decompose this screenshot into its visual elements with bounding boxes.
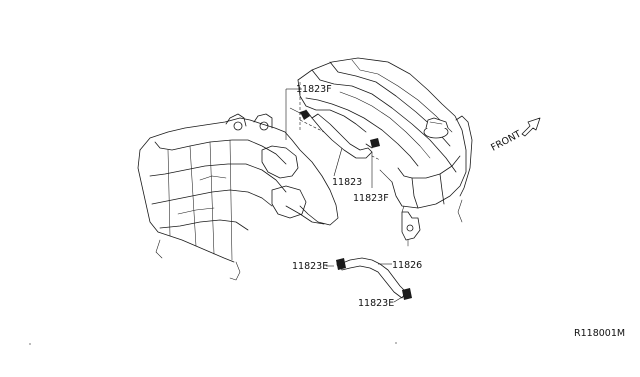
- front-arrow: [521, 117, 541, 137]
- part-label-11823f-mid: 11823F: [353, 193, 389, 204]
- intake-manifold: [137, 113, 339, 281]
- part-label-11823: 11823: [332, 177, 362, 188]
- part-label-11823e-left: 11823E: [292, 261, 328, 272]
- speck-mark: [395, 342, 397, 344]
- part-label-11826: 11826: [392, 260, 422, 271]
- speck-mark: [29, 343, 31, 345]
- pcv-hose-lower: [336, 257, 412, 300]
- part-label-11823f-top: 11823F: [296, 84, 332, 95]
- diagram-code: R118001M: [574, 328, 625, 339]
- part-label-11823e-bottom: 11823E: [358, 298, 394, 309]
- leader-lines: [285, 88, 405, 303]
- pcv-hose-upper: [300, 109, 380, 159]
- front-label: FRONT: [489, 129, 523, 154]
- engine-cylinder-head: [297, 57, 473, 247]
